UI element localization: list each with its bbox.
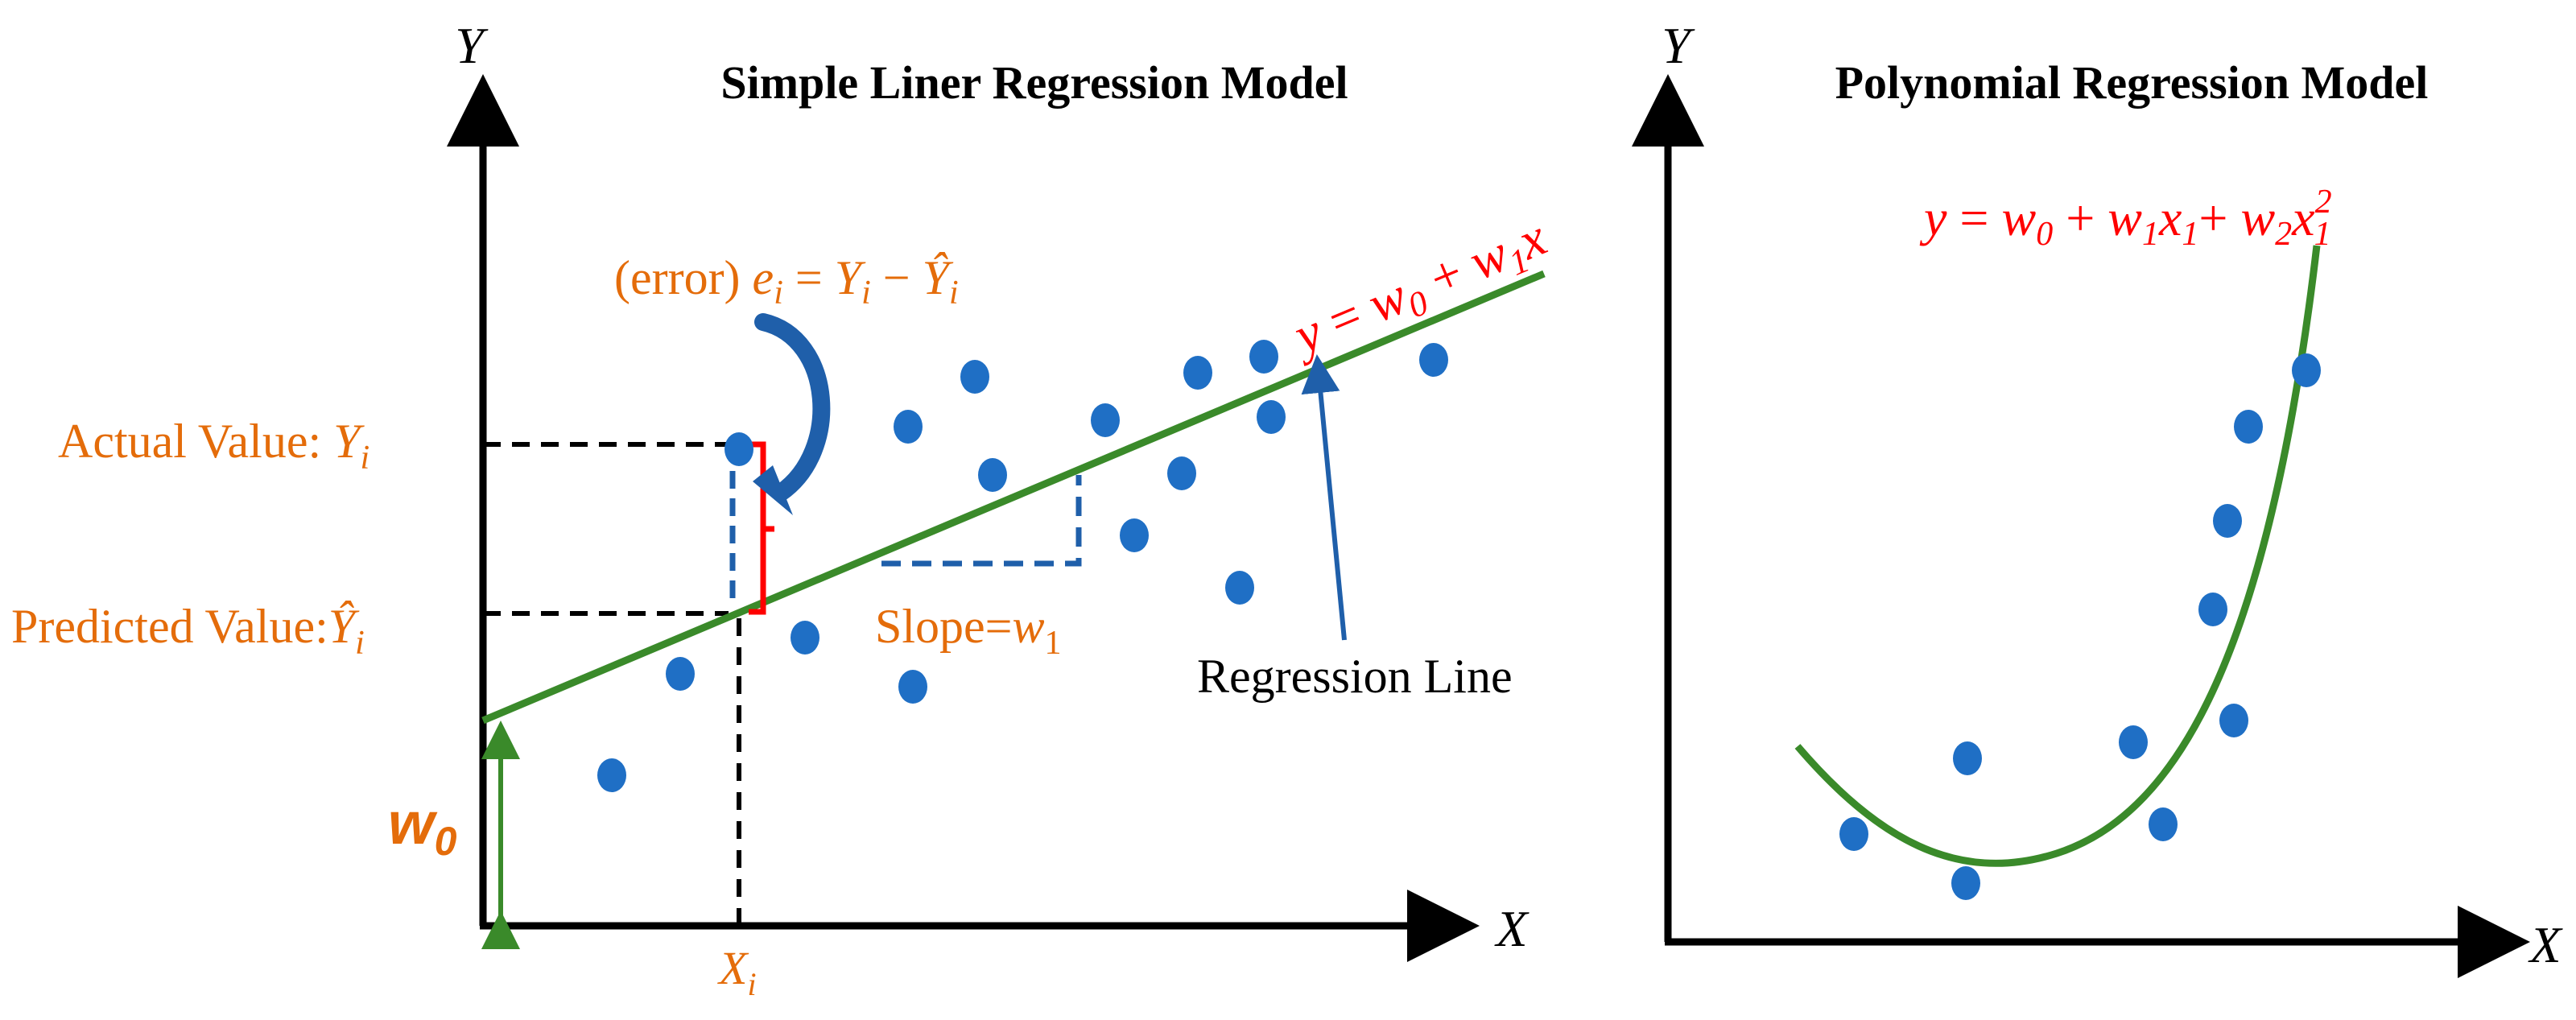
data-point-actual (724, 432, 753, 466)
data-point (1167, 456, 1196, 490)
regression-line-label: Regression Line (1197, 650, 1513, 703)
data-point (1953, 741, 1982, 775)
intercept-label: w0 (388, 790, 457, 864)
error-pointer-arrowhead (753, 465, 793, 515)
data-point (2149, 807, 2178, 841)
right-panel-title: Polynomial Regression Model (1835, 56, 2429, 109)
data-point (2119, 725, 2148, 759)
error-pointer-arrow (754, 313, 831, 502)
predicted-value-label: Predicted Value:Ŷi (11, 600, 365, 662)
data-point (1951, 866, 1980, 900)
data-point (898, 670, 927, 704)
data-point (1249, 340, 1278, 374)
data-point (894, 410, 923, 444)
error-label: (error) ei = Yi − Ŷi (614, 251, 959, 312)
data-point (978, 458, 1007, 492)
slope-triangle (881, 475, 1082, 567)
slope-label: Slope=w1 (875, 600, 1062, 662)
left-panel: Simple Liner Regression Model Y X (11, 17, 1557, 1002)
data-point (597, 758, 626, 792)
linear-equation: y = w0 + w1x (1282, 208, 1557, 372)
regression-line (481, 270, 1546, 725)
data-point (2234, 410, 2263, 444)
data-point (1091, 403, 1120, 437)
right-data-points (1839, 353, 2321, 900)
data-point (1257, 400, 1286, 434)
right-y-axis-label: Y (1662, 17, 1695, 74)
data-point (1120, 518, 1149, 552)
data-point (666, 657, 695, 691)
data-point (1419, 343, 1448, 377)
actual-value-label: Actual Value: Yi (58, 415, 369, 477)
left-data-points (597, 340, 1448, 792)
polynomial-curve (1794, 245, 2321, 867)
data-point (1183, 356, 1212, 390)
right-panel: Polynomial Regression Model Y X y = w0 +… (1632, 17, 2563, 978)
data-point (2198, 593, 2227, 626)
regression-line-pointer (1301, 354, 1347, 641)
xi-label: Xi (717, 942, 757, 1002)
data-point (1839, 817, 1868, 851)
left-y-axis-label: Y (455, 17, 489, 74)
left-x-axis-label: X (1493, 900, 1530, 957)
right-x-axis-label: X (2527, 916, 2563, 973)
data-point (2213, 504, 2242, 538)
data-point (1225, 571, 1254, 605)
data-point (960, 360, 989, 394)
data-point (2219, 704, 2248, 737)
left-panel-title: Simple Liner Regression Model (720, 56, 1348, 109)
data-point (2292, 353, 2321, 387)
error-bracket (749, 441, 774, 615)
data-point (791, 621, 819, 655)
